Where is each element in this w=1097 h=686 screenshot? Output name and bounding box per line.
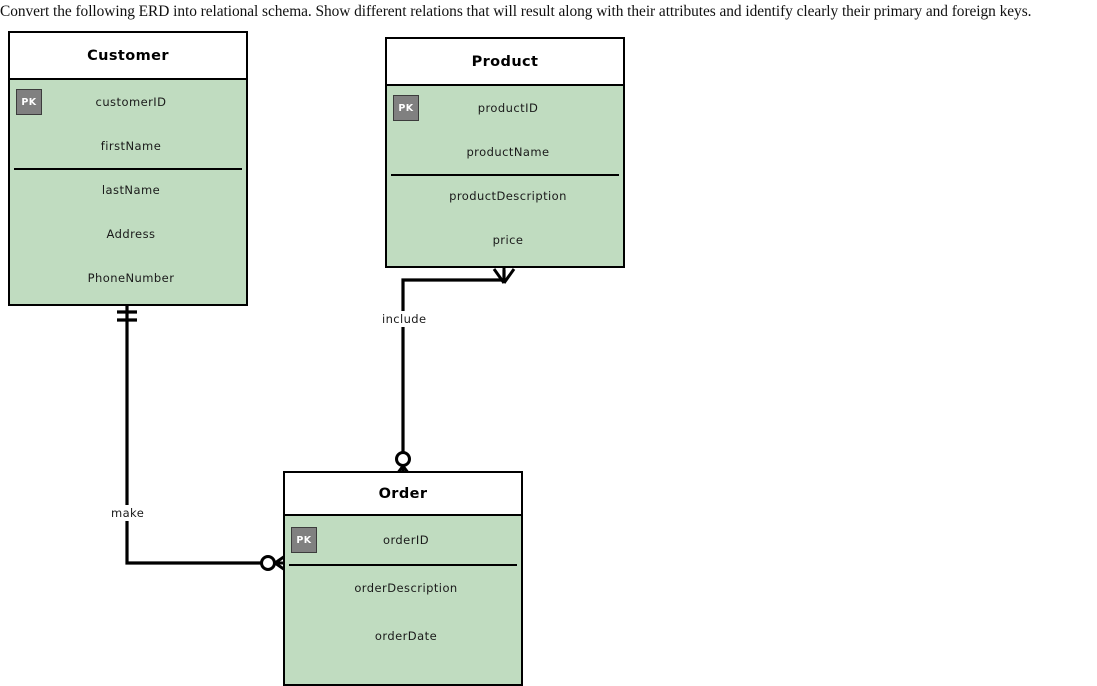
attribute-row[interactable]: PK orderID [285, 516, 521, 564]
attribute-row[interactable]: productName [387, 130, 623, 174]
relationship-connectors [117, 268, 516, 574]
attribute-label: Address [106, 227, 156, 241]
attribute-row[interactable]: orderDescription [285, 564, 521, 612]
entity-order-title: Order [285, 473, 521, 516]
make-cardinality-one-and-only-one [117, 310, 137, 322]
attribute-label: PhoneNumber [87, 271, 175, 285]
attribute-row[interactable]: Address [10, 212, 246, 256]
primary-key-divider [14, 168, 242, 170]
attribute-row[interactable]: productDescription [387, 174, 623, 218]
entity-customer-attributes: PK customerID firstName lastName Address… [10, 80, 246, 304]
make-connector-line [125, 306, 266, 565]
prompt-text: Convert the following ERD into relationa… [0, 3, 1032, 20]
attribute-label: orderDate [374, 629, 438, 643]
entity-product-title: Product [387, 39, 623, 86]
attribute-row[interactable]: PhoneNumber [10, 256, 246, 300]
attribute-label: orderDescription [354, 581, 458, 595]
attribute-label: lastName [101, 183, 161, 197]
pk-badge: PK [16, 89, 42, 115]
attribute-label: productName [466, 145, 550, 159]
attribute-label: customerID [95, 95, 167, 109]
attribute-label: orderID [382, 533, 430, 547]
entity-product-attributes: PK productID productName productDescript… [387, 86, 623, 266]
attribute-row[interactable]: PK productID [387, 86, 623, 130]
attribute-row[interactable]: firstName [10, 124, 246, 168]
pk-badge: PK [291, 527, 317, 553]
entity-product[interactable]: Product PK productID productName product… [385, 37, 625, 268]
entity-order-attributes: PK orderID orderDescription orderDate [285, 516, 521, 684]
primary-key-divider [391, 174, 619, 176]
attribute-label: firstName [100, 139, 162, 153]
attribute-row[interactable]: PK customerID [10, 80, 246, 124]
attribute-row[interactable]: price [387, 218, 623, 262]
include-cardinality-one-or-many [492, 268, 516, 284]
attribute-label: productDescription [449, 189, 567, 203]
entity-customer-title: Customer [10, 33, 246, 80]
primary-key-divider [289, 564, 517, 566]
attribute-label: price [492, 233, 524, 247]
relationship-label-make: make [108, 505, 148, 521]
attribute-row[interactable]: lastName [10, 168, 246, 212]
entity-customer[interactable]: Customer PK customerID firstName lastNam… [8, 31, 248, 306]
pk-badge: PK [393, 95, 419, 121]
entity-order[interactable]: Order PK orderID orderDescription orderD… [283, 471, 523, 686]
erd-diagram: Customer PK customerID firstName lastNam… [8, 31, 625, 686]
include-connector-line [401, 270, 506, 460]
attribute-row[interactable]: orderDate [285, 612, 521, 660]
relationship-label-include: include [379, 311, 430, 327]
attribute-label: productID [477, 101, 539, 115]
